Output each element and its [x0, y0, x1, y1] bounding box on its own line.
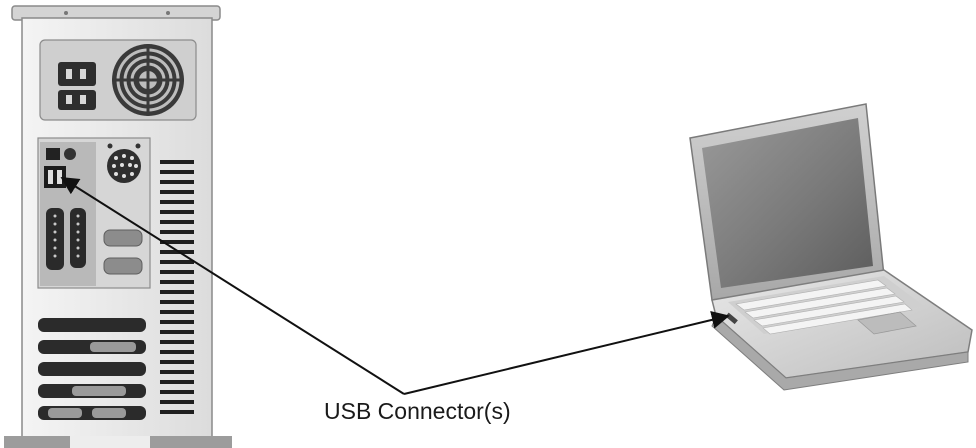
- arrow-to-desktop-usb: [60, 177, 405, 395]
- ps2-port-icon: [64, 148, 76, 160]
- tower-screw: [166, 11, 170, 15]
- laptop-screen: [702, 118, 873, 288]
- tower-screw: [64, 11, 68, 15]
- vga-port-icon: [103, 257, 143, 275]
- keyboard-keys: [735, 279, 913, 335]
- desktop-tower-icon: [4, 5, 232, 448]
- arrow-to-laptop-usb: [403, 311, 730, 395]
- usb-connector-caption: USB Connector(s): [324, 398, 511, 424]
- laptop-icon: [689, 103, 973, 391]
- din-connector-icon: [107, 149, 141, 183]
- laptop-touchpad: [857, 311, 917, 335]
- power-socket-icon: [58, 90, 96, 110]
- usb-port-icon: [44, 166, 66, 188]
- power-socket-icon: [58, 62, 96, 86]
- ps2-port-icon: [46, 148, 60, 160]
- fan-grille-icon: [112, 44, 184, 116]
- vga-port-icon: [103, 229, 143, 247]
- serial-port-icon: [70, 208, 86, 268]
- expansion-slots: [38, 318, 146, 420]
- vent-slats: [160, 160, 194, 414]
